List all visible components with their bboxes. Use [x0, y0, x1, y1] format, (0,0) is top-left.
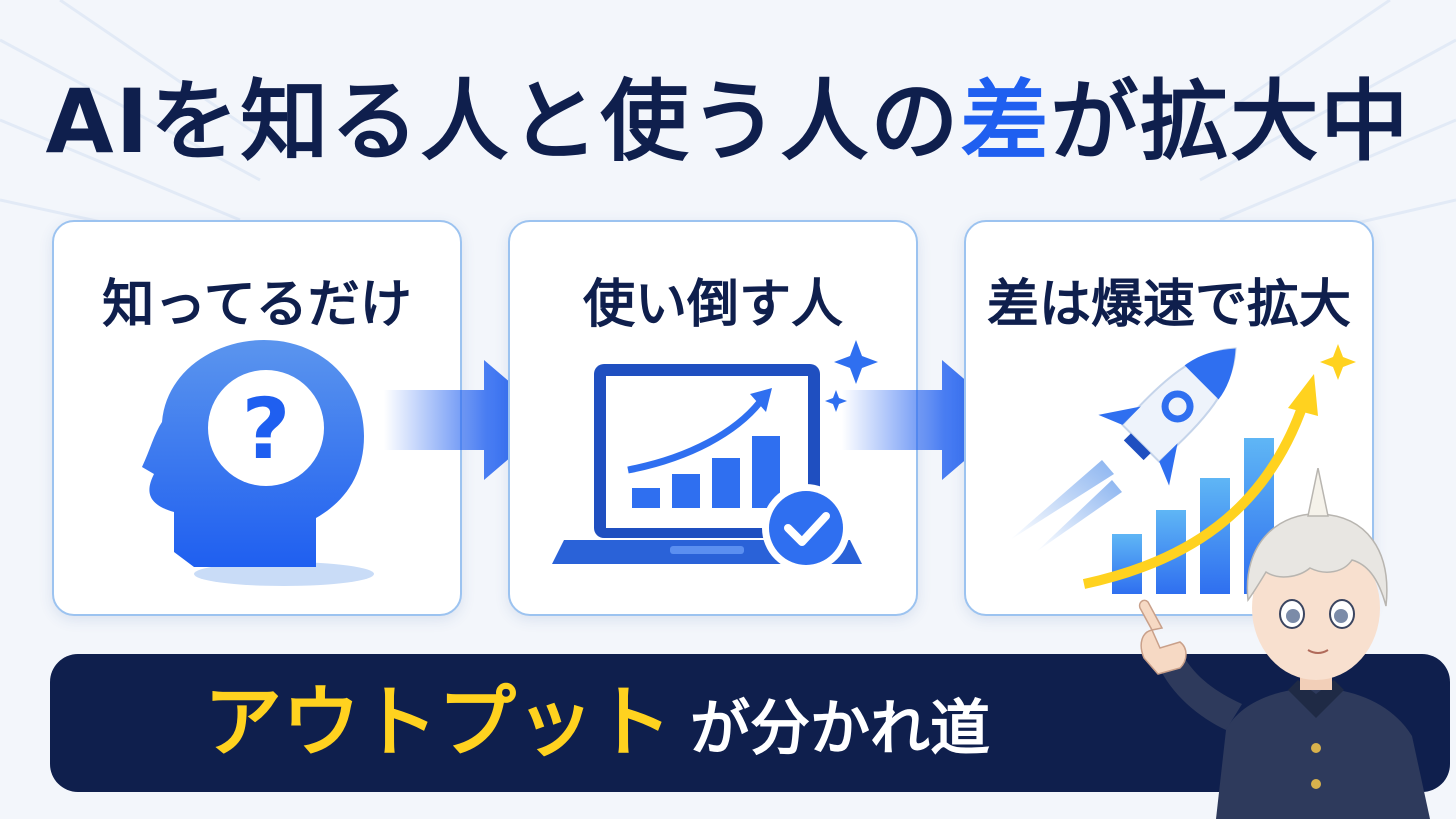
page-title: AIを知る人と使う人の差が拡大中: [0, 72, 1456, 172]
banner-sub: が分かれ道: [690, 694, 991, 764]
banner-text: アウトプットが分かれ道: [204, 654, 990, 792]
card-label: 差は爆速で拡大: [986, 275, 1351, 335]
character-illustration: [1138, 468, 1430, 819]
rocket-growth-icon: [1010, 344, 1356, 594]
card-label: 知ってるだけ: [102, 275, 412, 335]
svg-text:?: ?: [242, 380, 291, 478]
title-suffix: が拡大中: [1050, 70, 1411, 173]
banner-main: アウトプット: [204, 678, 673, 768]
title-accent: 差: [960, 70, 1051, 173]
laptop-growth-chart-icon: [552, 340, 878, 572]
card-gap-expanding: 差は爆速で拡大: [964, 220, 1374, 616]
card-know-only: 知ってるだけ ?: [52, 220, 462, 616]
question-head-icon: ?: [142, 340, 374, 586]
card-label: 使い倒す人: [582, 275, 843, 335]
title-prefix: AIを知る人と使う人の: [45, 70, 961, 173]
